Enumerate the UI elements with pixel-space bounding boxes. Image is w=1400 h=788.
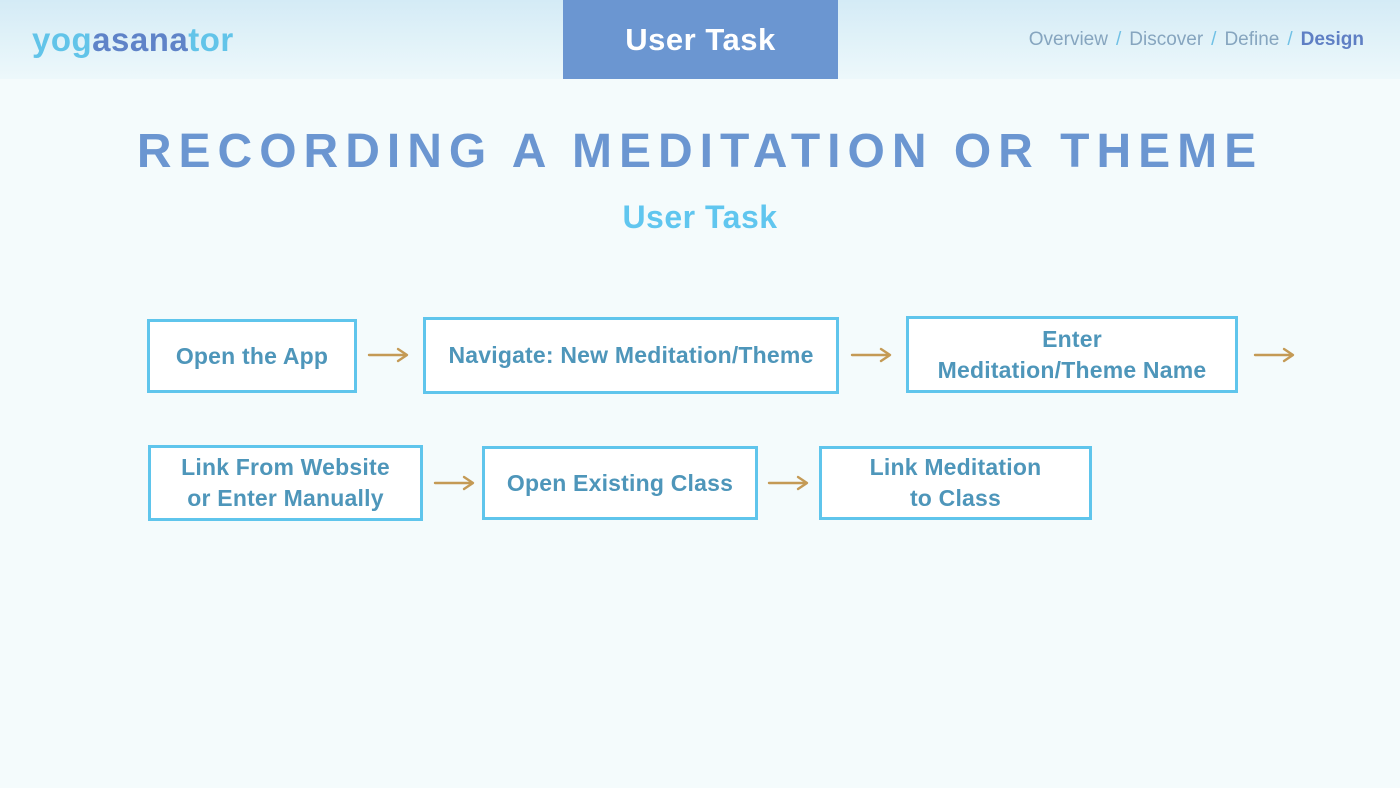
flow-step-label: Navigate: New Meditation/Theme <box>448 342 814 368</box>
nav-item-design[interactable]: Design <box>1300 28 1364 50</box>
nav-item-overview[interactable]: Overview <box>1028 28 1108 50</box>
nav-item-define[interactable]: Define <box>1224 28 1280 50</box>
flow-step-label: Link From Website or Enter Manually <box>181 454 390 511</box>
arrow-right-icon <box>1253 337 1297 373</box>
flow-step-link-from-website-or-enter-manually: Link From Website or Enter Manually <box>148 445 423 521</box>
logo-part-2: asana <box>92 20 189 58</box>
flow-step-label: Enter Meditation/Theme Name <box>937 325 1207 383</box>
arrow-right-icon <box>850 337 894 373</box>
flow-step-navigate-new-meditation-theme: Navigate: New Meditation/Theme <box>423 317 839 394</box>
page-title: RECORDING A MEDITATION OR THEME <box>136 125 1264 178</box>
section-tab: User Task <box>563 0 838 79</box>
flow-step-enter-meditation-theme-name: Enter Meditation/Theme Name <box>906 316 1238 393</box>
flow-step-label: Open the App <box>175 342 329 369</box>
flow-step-label: Open Existing Class <box>506 469 734 496</box>
nav-separator: / <box>1211 28 1217 50</box>
nav-separator: / <box>1287 28 1293 50</box>
arrow-right-icon <box>367 337 411 373</box>
flow-step-label: Link Meditation to Class <box>869 454 1042 511</box>
section-tab-label: User Task <box>625 21 776 57</box>
page-subtitle: User Task <box>622 199 778 235</box>
arrow-right-icon <box>433 465 477 501</box>
logo-part-3: tor <box>188 20 234 58</box>
nav-separator: / <box>1115 28 1122 50</box>
flow-step-open-existing-class: Open Existing Class <box>482 446 758 520</box>
arrow-right-icon <box>767 465 811 501</box>
nav-item-discover[interactable]: Discover <box>1129 28 1204 50</box>
flow-step-open-the-app: Open the App <box>147 319 357 393</box>
flow-step-link-meditation-to-class: Link Meditation to Class <box>819 446 1092 520</box>
logo-part-1: yog <box>32 20 93 58</box>
breadcrumb-nav: Overview / Discover / Define / Design <box>1029 0 1364 79</box>
